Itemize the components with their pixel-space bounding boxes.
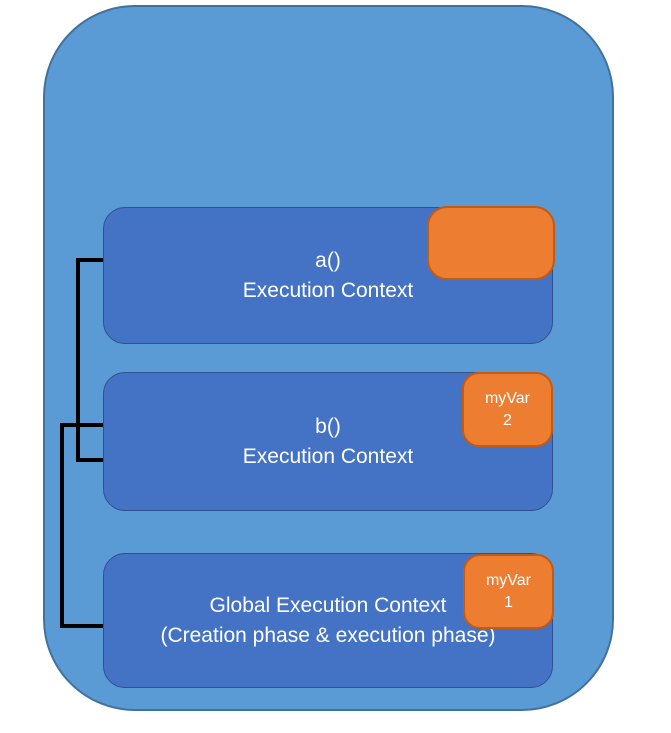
context-b-title: b() (315, 414, 341, 438)
context-global-title: Global Execution Context (209, 593, 447, 617)
variable-box-myvar2-value: 2 (503, 411, 512, 429)
context-global-subtitle: (Creation phase & execution phase) (160, 623, 496, 647)
context-b-subtitle: Execution Context (242, 444, 414, 468)
variable-box-myvar1-value: 1 (504, 593, 513, 611)
context-a-subtitle: Execution Context (242, 278, 414, 302)
variable-box-a-empty (427, 206, 555, 280)
connector-b-global (60, 423, 105, 628)
variable-box-myvar2: myVar 2 (462, 372, 553, 447)
variable-box-myvar1-label: myVar (485, 571, 532, 589)
variable-box-myvar2-label: myVar (484, 389, 531, 407)
variable-box-myvar1: myVar 1 (463, 554, 554, 629)
context-a-title: a() (315, 248, 341, 272)
connector-a-b (76, 258, 103, 462)
